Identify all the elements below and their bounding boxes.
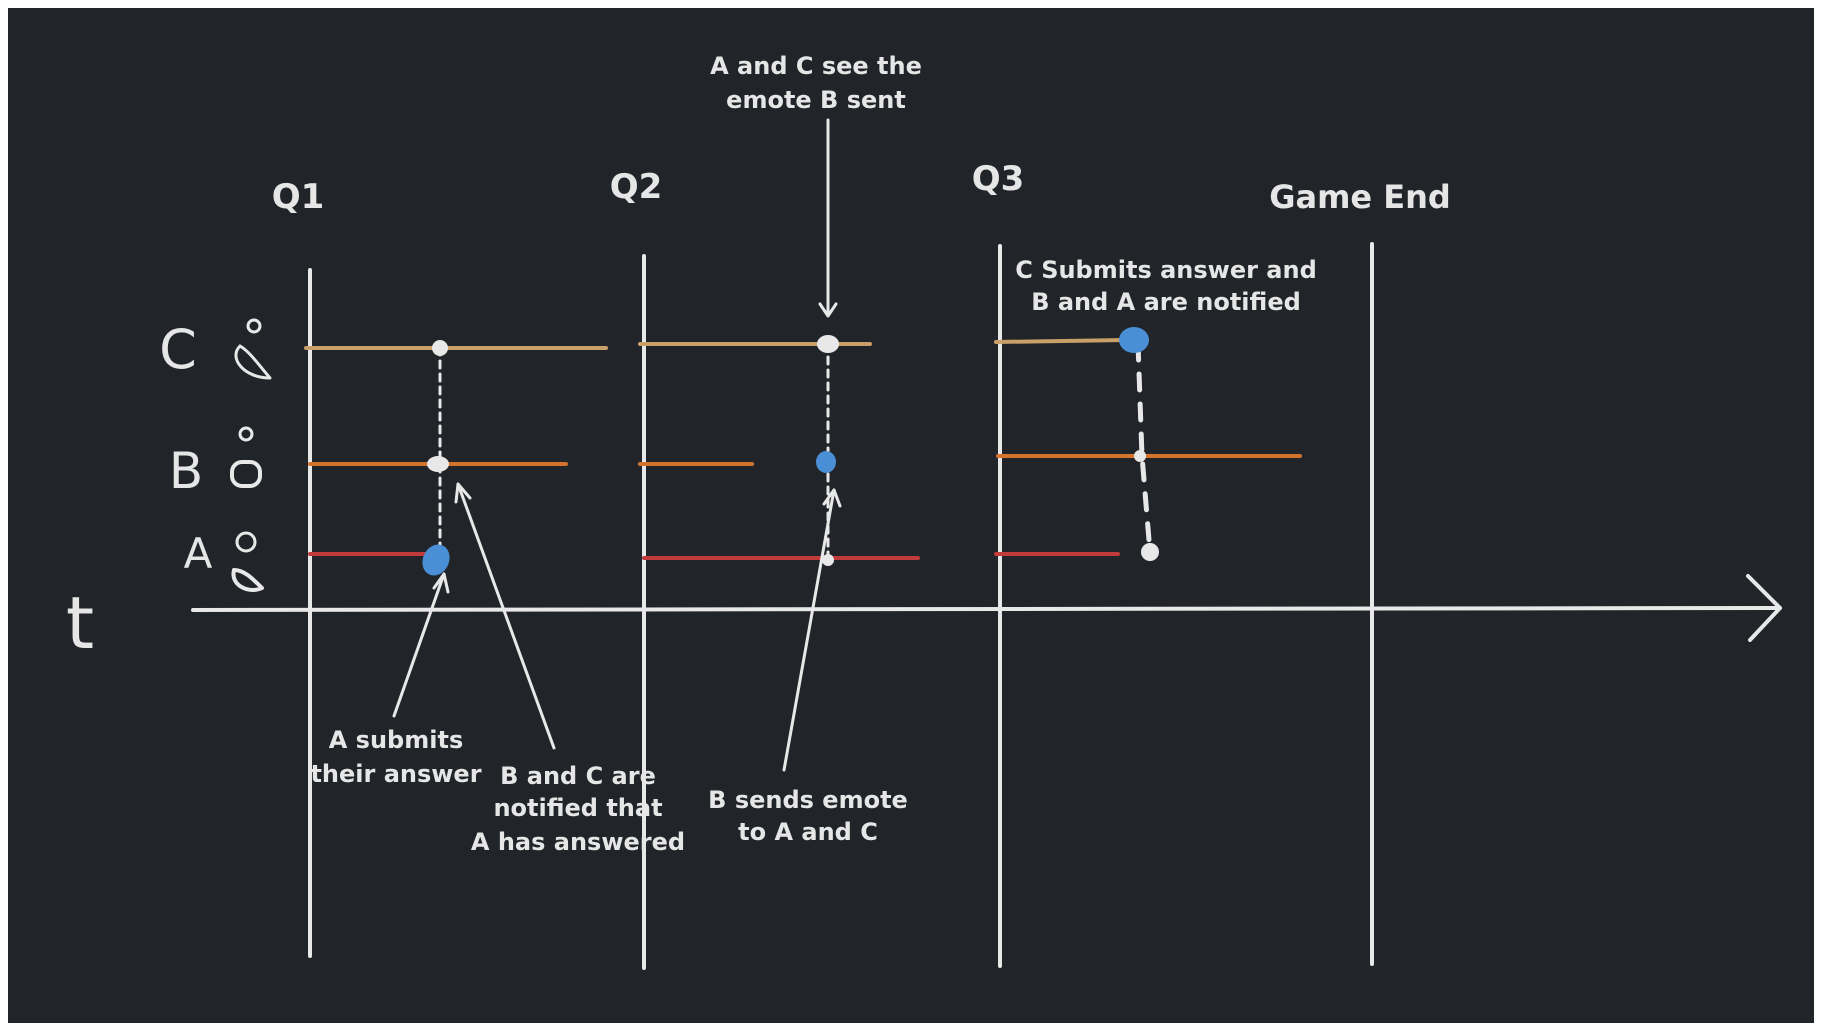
- arrow-a-c-see-emote-head: [818, 302, 838, 318]
- header-q2: Q2: [610, 167, 663, 207]
- svg-text:B sends emote: B sends emote: [708, 786, 908, 814]
- svg-text:notified that: notified that: [493, 794, 662, 822]
- q2-c-sees-emote-dot: [817, 335, 839, 353]
- annotation-a-c-see-emote: A and C see the emote B sent: [710, 52, 922, 114]
- player-label-c: C: [159, 318, 197, 381]
- q2-b-emote-dot: [816, 451, 836, 473]
- header-game-end: Game End: [1269, 178, 1451, 216]
- arrow-b-c-notified-head: [454, 482, 472, 504]
- player-a-person-icon: [231, 531, 264, 592]
- time-axis: [191, 606, 1782, 612]
- q2-a-sees-emote-dot: [822, 554, 834, 566]
- annotation-a-submits: A submits their answer: [310, 726, 481, 788]
- q3-notify-dashed-line: [1135, 341, 1153, 555]
- svg-text:their answer: their answer: [310, 760, 481, 788]
- q1-b-notified-dot: [427, 456, 449, 472]
- annotation-b-c-notified: B and C are notified that A has answered: [471, 762, 685, 856]
- svg-text:emote B sent: emote B sent: [726, 86, 906, 114]
- svg-text:C Submits answer and: C Submits answer and: [1015, 256, 1317, 284]
- annotation-c-submits: C Submits answer and B and A are notifie…: [1015, 256, 1317, 316]
- arrow-a-submits-head: [432, 572, 450, 594]
- time-axis-label: t: [66, 581, 94, 665]
- arrow-a-submits: [392, 572, 446, 718]
- q3-lane-c: [994, 338, 1128, 344]
- header-q1: Q1: [272, 177, 325, 217]
- svg-text:A and C see the: A and C see the: [710, 52, 922, 80]
- time-axis-arrowhead: [1746, 574, 1782, 642]
- q3-a-notified-dot: [1141, 543, 1159, 561]
- q3-b-notified-dot: [1134, 450, 1146, 462]
- svg-text:B and C are: B and C are: [500, 762, 656, 790]
- player-label-a: A: [184, 529, 213, 578]
- svg-text:B and A are notified: B and A are notified: [1031, 288, 1301, 316]
- whiteboard-canvas: Q1 Q2 Q3 Game End t C B A: [8, 8, 1814, 1023]
- svg-text:A submits: A submits: [329, 726, 463, 754]
- q3-c-submit-dot: [1119, 327, 1149, 353]
- header-q3: Q3: [972, 159, 1025, 199]
- q1-c-notified-dot: [432, 340, 448, 356]
- svg-text:A has answered: A has answered: [471, 828, 685, 856]
- svg-text:to A and C: to A and C: [738, 818, 878, 846]
- q1-a-submit-dot: [422, 544, 450, 576]
- timeline-diagram: Q1 Q2 Q3 Game End t C B A: [66, 52, 1782, 970]
- player-c-person-icon: [234, 318, 272, 380]
- arrow-b-sends-emote: [782, 488, 836, 772]
- player-b-person-icon: [230, 426, 262, 488]
- arrow-b-c-notified: [456, 482, 556, 750]
- annotation-b-sends-emote: B sends emote to A and C: [708, 786, 908, 846]
- arrow-b-sends-emote-head: [822, 488, 842, 508]
- player-label-b: B: [169, 442, 203, 500]
